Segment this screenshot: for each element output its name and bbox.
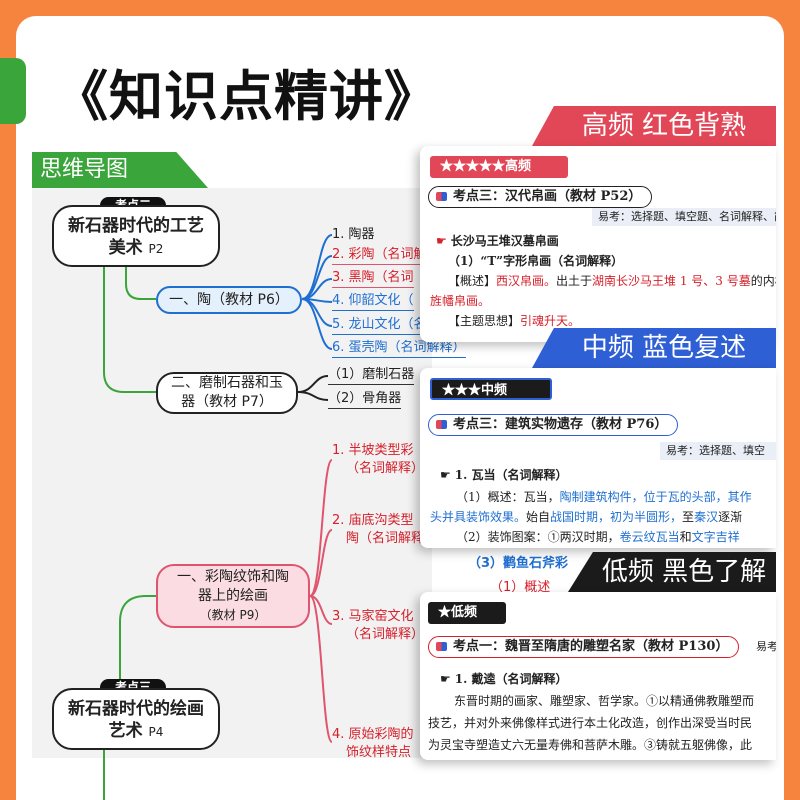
- mid-p2-c: 逐渐: [718, 510, 743, 524]
- high-overview-label: 【概述】: [448, 274, 497, 288]
- branch-painted-line3: （教材 P9）: [199, 608, 267, 622]
- branch-pottery: 一、陶（教材 P6）: [156, 286, 302, 314]
- mid-p2-blue2: 战国时期，初为半圆形，: [550, 510, 683, 524]
- topic2-title-line1: 新石器时代的工艺: [68, 216, 204, 236]
- topic3-title-line2-row: 艺术 P4: [60, 720, 212, 743]
- mid-p2-a: 始自: [526, 510, 551, 524]
- leaf-pottery-4: 4. 仰韶文化（: [332, 292, 414, 311]
- mid-frequency-tag: ★★★中频: [430, 378, 552, 400]
- topic3-title-line2: 艺术: [108, 721, 143, 741]
- title-accent-bar: [0, 58, 26, 124]
- mid-p3-b: 和: [679, 530, 692, 544]
- mid-p2: 头并具装饰效果。始自战国时期，初为半圆形，至秦汉逐渐: [430, 508, 742, 526]
- mid-p1-blue: 陶制建筑构件，位于瓦的头部，其作: [559, 490, 752, 504]
- high-heading-text: 长沙马王堆汉墓帛画: [450, 234, 559, 248]
- topic2-page: P2: [148, 242, 164, 256]
- branch-painted-pottery: 一、彩陶纹饰和陶 器上的绘画 （教材 P9）: [156, 564, 310, 628]
- mid-exam-types: 易考：选择题、填空: [660, 442, 776, 460]
- mid-p3-blue: 卷云纹瓦当: [619, 530, 680, 544]
- low-p2: 技艺，并对外来佛像样式进行本土化改造，创作出深受当时民: [428, 716, 753, 730]
- leaf-pottery-3: 3. 黑陶（名词: [332, 269, 414, 288]
- topic2-title-line2: 美术: [108, 238, 143, 258]
- branch-stone-jade: 二、磨制石器和玉 器（教材 P7）: [156, 372, 298, 414]
- leaf-pottery-2: 2. 彩陶（名词解: [332, 246, 427, 265]
- high-heading: ☛长沙马王堆汉墓帛画: [436, 232, 559, 250]
- topic3-node: 新石器时代的绘画 艺术 P4: [52, 688, 220, 750]
- branch-pottery-label: 一、陶（教材 P6）: [169, 292, 289, 308]
- topic2-node: 新石器时代的工艺 美术 P2: [52, 205, 220, 267]
- overlap-red-text: （1）概述: [490, 580, 551, 595]
- mid-p1-a: （1）概述：瓦当，: [456, 490, 560, 504]
- high-theme: 【主题思想】引魂升天。: [448, 312, 580, 330]
- mid-p3-blue2: 文字吉祥: [691, 530, 740, 544]
- mid-p3-a: （2）装饰图案：①两汉时期，: [456, 530, 620, 544]
- leaf-painted-1-line1: 1. 半坡类型彩: [332, 443, 414, 458]
- branch-painted-line2: 器上的绘画: [198, 588, 268, 604]
- high-theme-red: 引魂升天。: [520, 314, 581, 328]
- pointer-icon: ☛: [436, 234, 447, 248]
- card-high-frequency: ★★★★★高频 考点三：汉代帛画（教材 P52） 易考：选择题、填空题、名词解释…: [420, 146, 776, 342]
- leaf-painted-2-line2: 陶（名词解释: [346, 531, 425, 546]
- topic2-title-line2-row: 美术 P2: [60, 237, 212, 260]
- high-sub: （1）“T”字形帛画（名词解释）: [448, 254, 624, 268]
- banner-low-frequency: 低频 黑色了解: [568, 552, 776, 592]
- high-kp-title: 考点三：汉代帛画（教材 P52）: [428, 186, 653, 208]
- leaf-pottery-5: 5. 龙山文化（名: [332, 316, 427, 335]
- high-frequency-tag: ★★★★★高频: [430, 156, 568, 178]
- topic3-page: P4: [148, 725, 164, 739]
- card-low-frequency: ★低频 考点一：魏晋至隋唐的雕塑名家（教材 P130） 易考 ☛1. 戴逵（名词…: [420, 592, 776, 760]
- overlap-blue-text: （3）鹳鱼石斧彩: [468, 556, 569, 571]
- leaf-painted-3-line2: （名词解释）: [346, 627, 425, 642]
- topic3-title-line1: 新石器时代的绘画: [68, 699, 204, 719]
- leaf-painted-1-line2: （名词解释）: [346, 461, 425, 476]
- low-exam-types: 易考: [750, 638, 776, 656]
- mindmap-panel: [32, 188, 432, 758]
- card-mid-frequency: ★★★中频 考点三：建筑实物遗存（教材 P76） 易考：选择题、填空 ☛1. 瓦…: [420, 368, 776, 548]
- leaf-painted-1: 1. 半坡类型彩 （名词解释）: [332, 442, 424, 478]
- page-title: 《知识点精讲》: [54, 65, 439, 128]
- high-overview-tail: 的内棺椁: [750, 274, 776, 288]
- low-heading: ☛1. 戴逵（名词解释）: [440, 670, 567, 688]
- low-heading-text: 1. 戴逵（名词解释）: [454, 672, 568, 686]
- high-exam-types: 易考：选择题、填空题、名词解释、简答题: [592, 208, 776, 226]
- high-overview-red: 西汉帛画。: [496, 274, 557, 288]
- low-kp-title: 考点一：魏晋至隋唐的雕塑名家（教材 P130）: [428, 636, 740, 658]
- mid-heading: ☛1. 瓦当（名词解释）: [440, 466, 567, 484]
- mid-p3: （2）装饰图案：①两汉时期，卷云纹瓦当和文字吉祥: [456, 528, 740, 546]
- branch-stone-jade-line1: 二、磨制石器和玉: [171, 375, 283, 391]
- leaf-painted-2: 2. 庙底沟类型 陶（名词解释: [332, 512, 424, 548]
- leaf-stone-1: （1）磨制石器: [328, 366, 415, 385]
- leaf-painted-4-line1: 4. 原始彩陶的: [332, 727, 414, 742]
- mid-heading-text: 1. 瓦当（名词解释）: [454, 468, 568, 482]
- mid-p2-blue3: 秦汉: [694, 510, 719, 524]
- leaf-painted-4: 4. 原始彩陶的 饰纹样特点: [332, 726, 414, 762]
- mid-p2-b: 至: [682, 510, 695, 524]
- high-overview-text: 出土于: [556, 274, 593, 288]
- high-overview-red2: 湖南长沙马王堆 1 号、3 号墓: [592, 274, 751, 288]
- pointer-icon: ☛: [440, 672, 451, 686]
- branch-painted-line1: 一、彩陶纹饰和陶: [177, 569, 289, 585]
- mid-p2-blue: 头并具装饰效果。: [430, 510, 527, 524]
- leaf-painted-4-line2: 饰纹样特点: [346, 745, 412, 760]
- banner-high-frequency: 高频 红色背熟: [532, 106, 776, 146]
- high-theme-label: 【主题思想】: [448, 314, 521, 328]
- mindmap-tab: 思维导图: [32, 152, 208, 188]
- leaf-painted-2-line1: 2. 庙底沟类型: [332, 513, 414, 528]
- banner-mid-frequency: 中频 蓝色复述: [532, 328, 776, 368]
- mid-p1: （1）概述：瓦当，陶制建筑构件，位于瓦的头部，其作: [456, 488, 752, 506]
- leaf-painted-3: 3. 马家窑文化 （名词解释）: [332, 608, 424, 644]
- leaf-pottery-6: 6. 蛋壳陶（名词解释）: [332, 339, 466, 358]
- low-p1: 东晋时期的画家、雕塑家、哲学家。①以精通佛教雕塑而: [454, 694, 755, 708]
- branch-stone-jade-line2: 器（教材 P7）: [181, 394, 273, 410]
- low-frequency-tag: ★低频: [428, 602, 506, 624]
- low-p3: 为灵宝寺塑造丈六无量寿佛和菩萨木雕。③铸就五躯佛像，此: [428, 738, 753, 752]
- mid-kp-title: 考点三：建筑实物遗存（教材 P76）: [428, 414, 679, 436]
- high-overview: 【概述】西汉帛画。出土于湖南长沙马王堆 1 号、3 号墓的内棺椁: [448, 272, 776, 290]
- pointer-icon: ☛: [440, 468, 451, 482]
- leaf-painted-3-line1: 3. 马家窑文化: [332, 609, 414, 624]
- high-line2: 旌幡帛画。: [430, 294, 491, 308]
- leaf-stone-2: （2）骨角器: [328, 390, 402, 409]
- leaf-pottery-1: 1. 陶器: [332, 227, 375, 242]
